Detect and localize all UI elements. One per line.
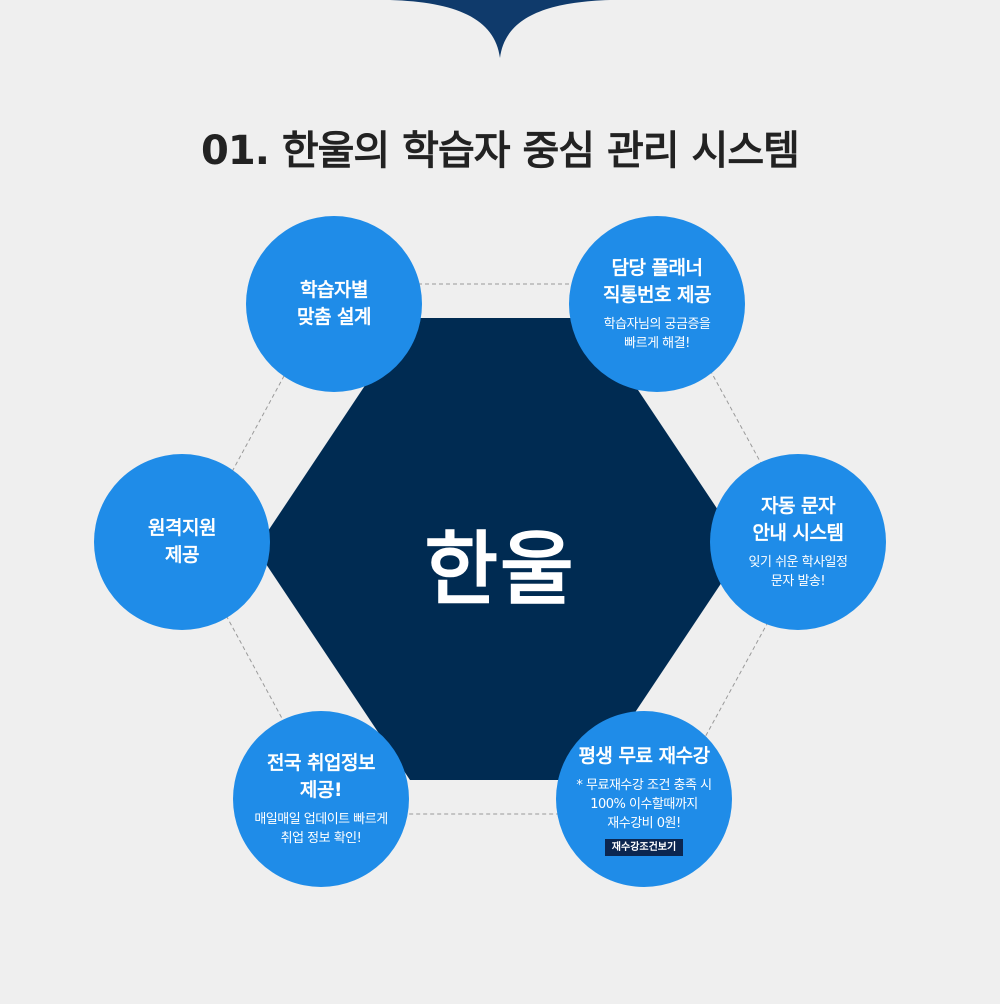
feature-job-info: 전국 취업정보 제공! 매일매일 업데이트 빠르게 취업 정보 확인! [233, 711, 409, 887]
feature-description: 매일매일 업데이트 빠르게 취업 정보 확인! [254, 812, 388, 846]
feature-heading: 평생 무료 재수강 [578, 744, 710, 767]
feature-planner-direct-line: 담당 플래너 직통번호 제공 학습자님의 궁금증을 빠르게 해결! [569, 216, 745, 392]
center-label: 한울 [424, 523, 576, 616]
feature-description: 잊기 쉬운 학사일정 문자 발송! [748, 555, 848, 589]
retake-conditions-button[interactable]: 재수강조건보기 [604, 838, 684, 856]
feature-free-retake: 평생 무료 재수강 * 무료재수강 조건 충족 시 100% 이수할때까지 재수… [556, 711, 732, 887]
feature-description: * 무료재수강 조건 충족 시 100% 이수할때까지 재수강비 0원! [576, 777, 712, 831]
center-hexagon [256, 318, 744, 780]
feature-remote-support: 원격지원 제공 [94, 454, 270, 630]
feature-heading: 원격지원 제공 [148, 517, 216, 566]
feature-heading: 자동 문자 안내 시스템 [752, 495, 844, 544]
feature-heading: 담당 플래너 직통번호 제공 [603, 257, 712, 306]
top-notch-decoration [390, 0, 610, 58]
notch-shape [390, 0, 610, 58]
feature-auto-sms: 자동 문자 안내 시스템 잊기 쉬운 학사일정 문자 발송! [710, 454, 886, 630]
feature-description: 학습자님의 궁금증을 빠르게 해결! [603, 317, 711, 351]
feature-custom-design: 학습자별 맞춤 설계 [246, 216, 422, 392]
feature-heading: 전국 취업정보 제공! [267, 752, 376, 801]
page-title: 01. 한울의 학습자 중심 관리 시스템 [201, 128, 800, 174]
feature-heading: 학습자별 맞춤 설계 [296, 279, 372, 328]
